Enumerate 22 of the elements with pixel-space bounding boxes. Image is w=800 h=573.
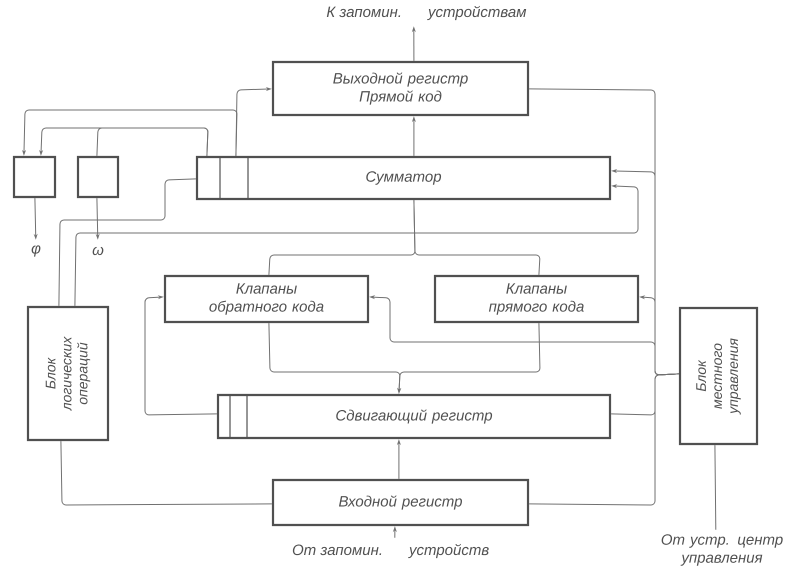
- connector-line: [413, 200, 540, 276]
- output-symbol: ω: [92, 246, 104, 256]
- gate-box: Клапаны обратного кода: [164, 274, 370, 324]
- connector-line: [96, 128, 208, 156]
- output-symbol: φ: [32, 245, 40, 257]
- source-label: От устр. центр управления: [662, 534, 783, 566]
- control-unit-box: Блок местного управления: [678, 306, 758, 446]
- logic-unit-box: Блок логических операций: [26, 306, 110, 442]
- flip-flop-box: [76, 156, 120, 198]
- arrow: [144, 295, 218, 416]
- source-label: От запомин. устройств: [292, 544, 489, 558]
- shift-register-box: Сдвигающий регистр: [216, 394, 612, 440]
- flip-flop-box: [12, 156, 56, 198]
- register-box: Входной регистр: [272, 478, 530, 526]
- connector-line: [58, 178, 196, 306]
- connector-line: [60, 440, 272, 506]
- connector-line: [610, 373, 680, 416]
- register-box: Выходной регистр Прямой код: [272, 60, 530, 116]
- connector-line: [714, 444, 716, 530]
- adder-register-box: Сумматор: [196, 156, 612, 200]
- gate-box: Клапаны прямого кода: [434, 274, 640, 324]
- destination-label: К запомин. устройствам: [326, 6, 526, 20]
